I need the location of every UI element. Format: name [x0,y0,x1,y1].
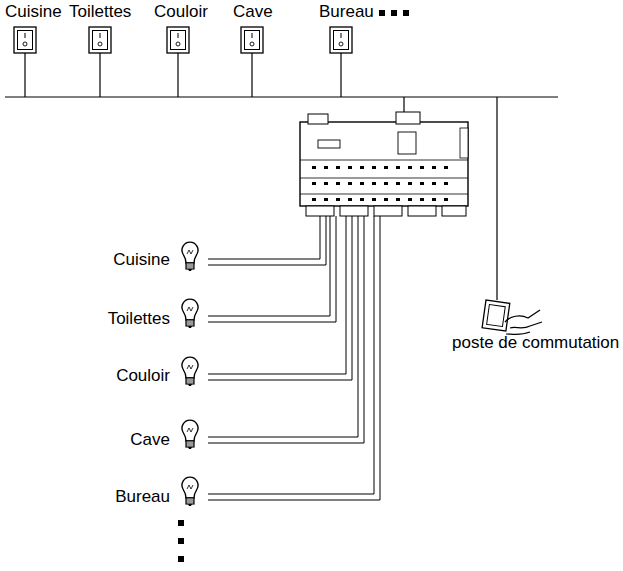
room-label: Bureau [115,487,170,507]
room-label: Cuisine [113,250,170,270]
bus-wire [5,53,558,300]
room-label: Couloir [154,2,208,22]
room-label: Cave [233,2,273,22]
room-label: poste de commutation [452,333,623,353]
room-label: Bureau [319,2,374,22]
hand [505,310,542,335]
room-label: Cave [130,430,170,450]
room-label: Cuisine [5,2,62,22]
room-label: Toilettes [69,2,131,22]
lamp-wires [208,216,380,500]
room-label: Couloir [116,366,170,386]
continuation-dots [379,10,409,16]
switch-actuator [300,112,468,216]
continuation-dots [178,520,184,562]
push-switch [482,300,510,331]
room-label: Toilettes [108,309,170,329]
